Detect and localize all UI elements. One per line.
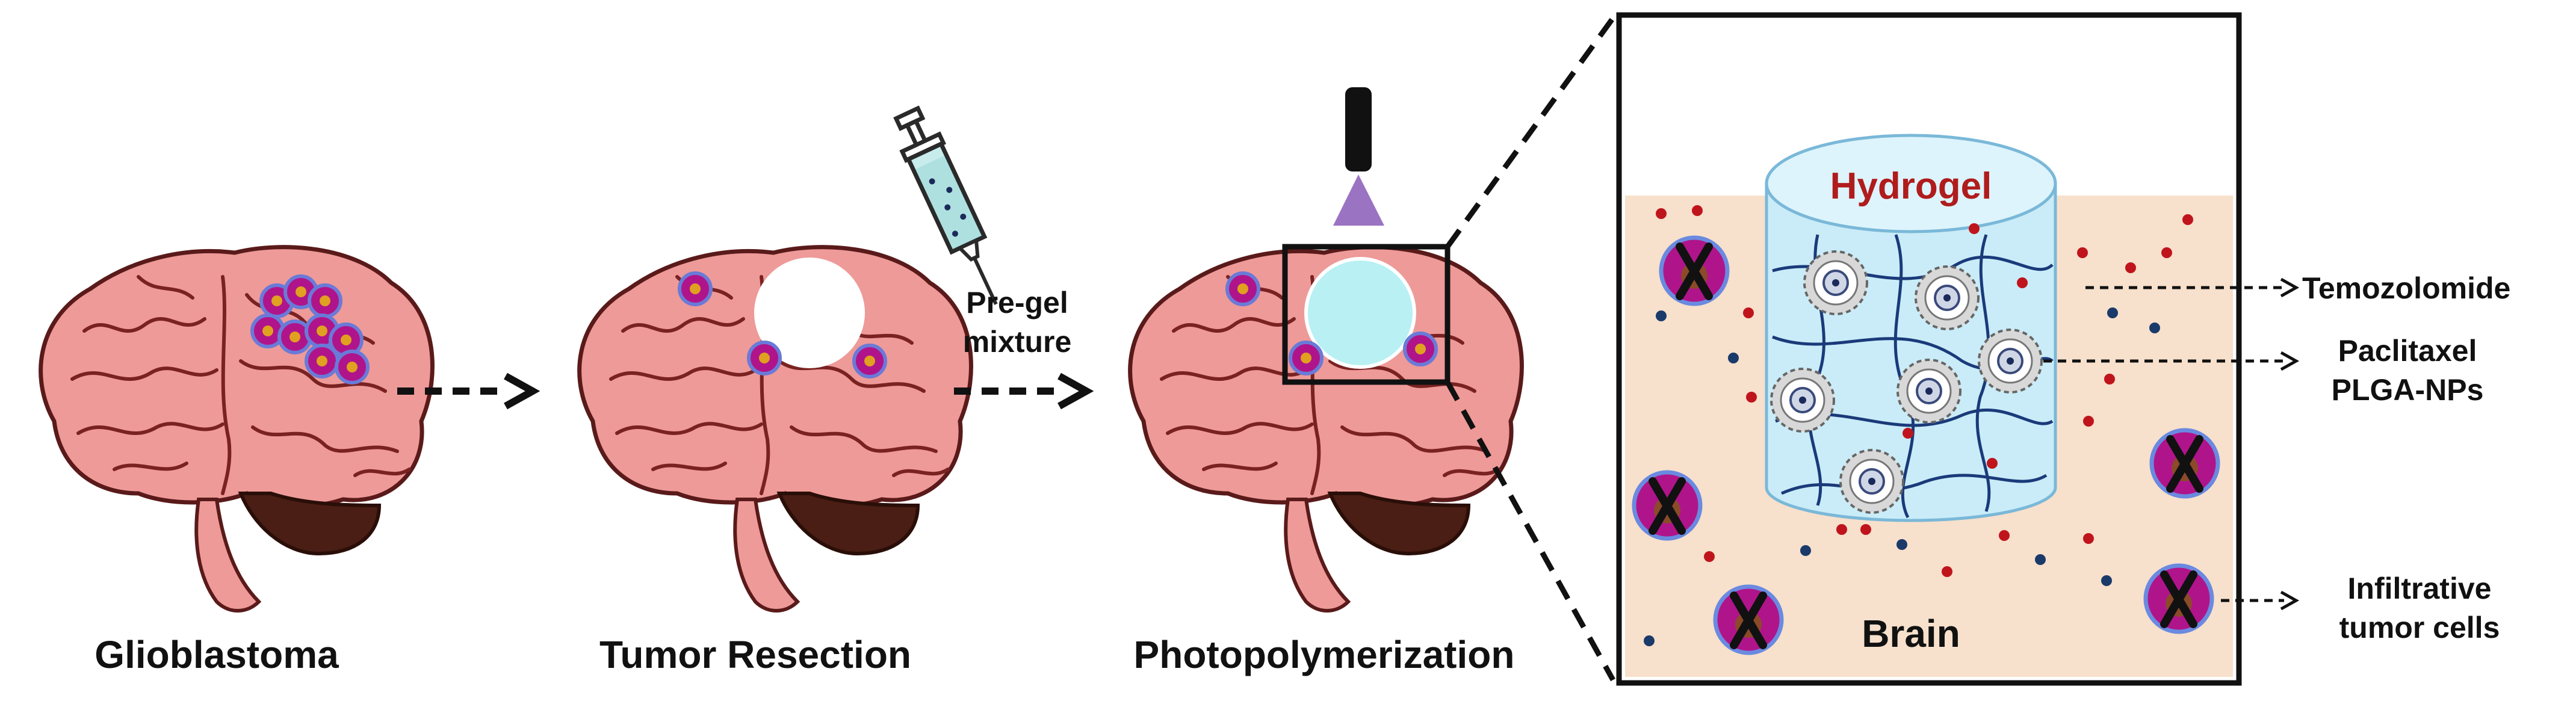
label-photopolymerization: Photopolymerization [1134, 633, 1515, 676]
brain-photopolymerization [1130, 244, 1522, 611]
label-infiltrative: Infiltrative [2348, 572, 2492, 605]
brain-label: Brain [1862, 612, 1960, 655]
arrow-1-head [504, 372, 540, 410]
hydrogel-cylinder: Hydrogel [1765, 134, 2057, 522]
zoom-box [1282, 244, 1451, 385]
light-source-icon [1333, 87, 1384, 226]
inset-panel: Hydrogel [1616, 12, 2242, 686]
label-pregel-2: mixture [963, 325, 1072, 359]
label-pregel-1: Pre-gel [966, 286, 1068, 320]
label-resection: Tumor Resection [599, 633, 911, 676]
label-paclitaxel: Paclitaxel [2338, 334, 2477, 368]
hydrogel-fill [1304, 257, 1416, 369]
callout-head-tumor-cells [2280, 590, 2300, 611]
label-plga-nps: PLGA-NPs [2332, 373, 2484, 407]
brain-glioblastoma [41, 247, 433, 611]
resection-cavity [754, 258, 865, 368]
drug-molecules [1644, 205, 2193, 646]
label-temozolomide: Temozolomide [2302, 271, 2510, 305]
label-tumor-cells: tumor cells [2339, 611, 2500, 644]
brain-resection [580, 247, 971, 611]
callout-head-nanoparticles [2280, 351, 2300, 371]
callout-head-temozolomide [2280, 277, 2300, 298]
hydrogel-label: Hydrogel [1830, 165, 1992, 207]
zoom-line-top [1445, 16, 1615, 249]
syringe-icon [893, 105, 998, 305]
zoom-line-bottom [1445, 380, 1615, 682]
label-glioblastoma: Glioblastoma [94, 633, 339, 676]
arrow-2-head [1057, 372, 1094, 410]
